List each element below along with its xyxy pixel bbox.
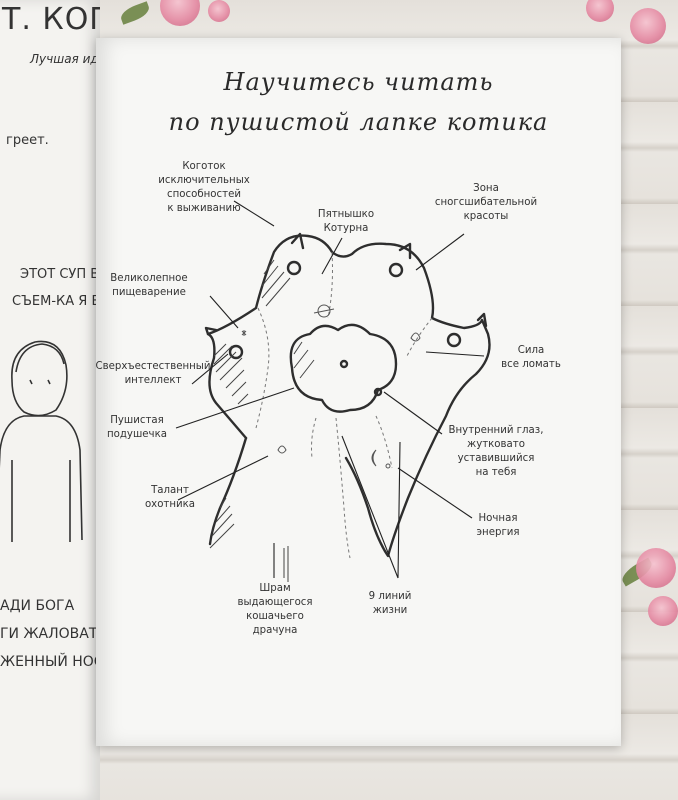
flower-decoration [208,0,230,22]
label-pad: Пушистая подушечка [107,415,167,440]
flower-decoration [636,548,676,588]
left-page-soup-line: СЪЕМ-КА Я ЕГ [12,294,100,309]
label-night: Ночная энергия [476,513,520,538]
flower-decoration [586,0,614,22]
label-digestion: Великолепное пищеварение [110,273,188,298]
left-page-title: Т. КОГДА БО [2,2,100,37]
page-title-line2: по пушистой лапке котика [168,108,549,136]
leader-digestion [209,295,239,329]
left-page-bottom-line: ЖЕННЫЙ НОС. [0,654,100,670]
flower-decoration [648,596,678,626]
person-illustration [0,340,83,542]
leader-spot [321,237,343,275]
leader-pad [175,387,295,429]
label-eye: Внутренний глаз, жутковато уставившийся … [448,425,544,478]
label-scar: Шрам выдающегося кошачьего драчуна [237,583,313,636]
leader-intellect [191,353,229,385]
label-beauty: Зона сногсшибательной красоты [434,183,538,222]
label-spot: Пятнышко Котурна [317,209,375,234]
label-intellect: Сверхъестественный интеллект [95,361,211,386]
left-page-subtitle: Лучшая идея д [30,52,100,66]
leader-night [397,467,473,519]
paw-leg [208,436,248,546]
label-strength: Сила все ломать [501,345,561,370]
left-page-bottom-line: АДИ БОГА [0,598,75,614]
flower-decoration [630,8,666,44]
left-page-warm-text: греет. [6,133,49,148]
left-page: Т. КОГДА БО Лучшая идея д греет. ЭТОТ СУ… [0,0,100,800]
leader-eye [383,391,443,435]
label-hunter: Талант охотника [144,485,196,510]
paw-diagram [175,200,491,582]
label-claw: Коготок исключительных способностей к вы… [158,161,250,214]
page-title-line1: Научитесь читать [223,68,494,96]
label-lines: 9 линий жизни [368,591,412,616]
left-page-bottom-line: ГИ ЖАЛОВАТЬС [0,626,100,642]
left-page-soup-line: ЭТОТ СУП ВЕЛ [20,267,100,282]
paw-outline [206,234,491,558]
leader-lines [341,435,401,579]
leader-hunter [177,455,269,501]
leader-strength [425,351,485,357]
main-pad [289,323,398,413]
book-page: Научитесь читать по пушистой лапке котик… [96,38,621,746]
leader-claw [233,200,275,227]
leader-beauty [415,233,465,271]
